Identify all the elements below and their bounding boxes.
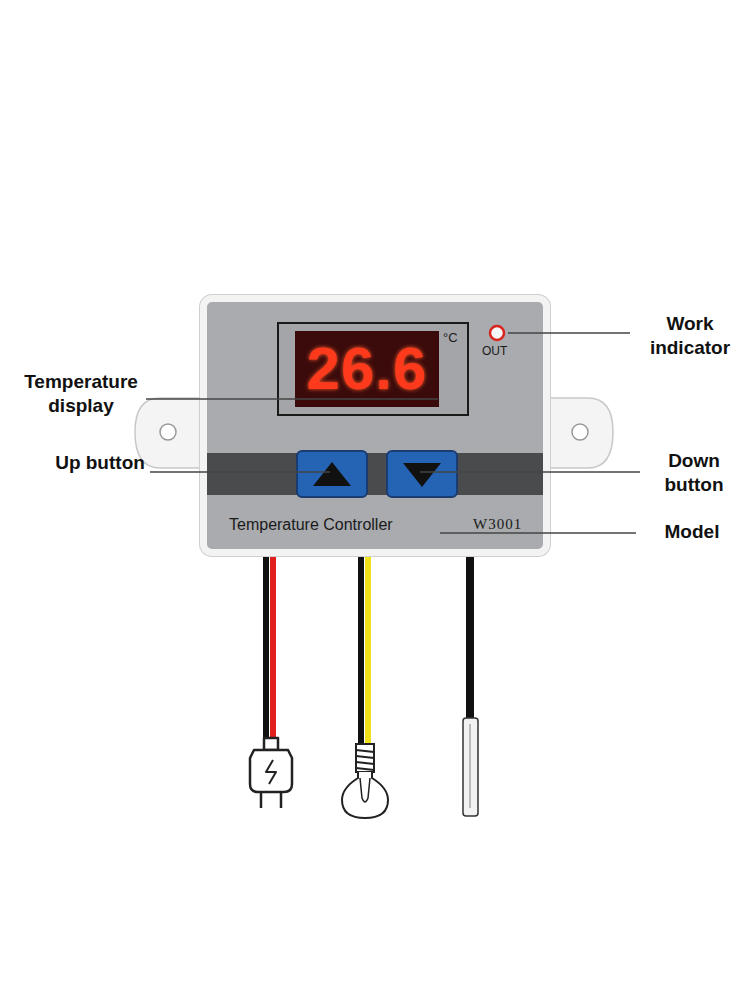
mounting-ear (545, 398, 613, 468)
callout-label: Work indicator (634, 312, 746, 360)
button-band (207, 448, 543, 498)
down-button (387, 451, 457, 497)
callout-label: Up button (52, 451, 148, 475)
power-wires (263, 555, 276, 740)
model-number: W3001 (473, 516, 522, 533)
display-window: 26.6 °C (277, 322, 469, 416)
callout-label: Temperature display (6, 370, 156, 418)
sensor-probe (463, 555, 478, 816)
bulb-icon (342, 744, 388, 818)
product-name: Temperature Controller (229, 516, 393, 534)
unit-label: °C (443, 330, 458, 345)
plug-icon (250, 738, 292, 808)
led-panel: 26.6 (295, 331, 439, 407)
callout-label: Down button (642, 449, 746, 497)
up-button (297, 451, 367, 497)
temperature-reading: 26.6 (295, 335, 439, 403)
callout-label: Model (642, 520, 742, 544)
indicator-text: OUT (482, 344, 507, 358)
load-wires (358, 555, 371, 745)
controller-housing: Temperature Controller W3001 26.6 °C (200, 295, 550, 556)
mounting-ear (135, 398, 205, 468)
work-indicator-led (487, 323, 507, 343)
